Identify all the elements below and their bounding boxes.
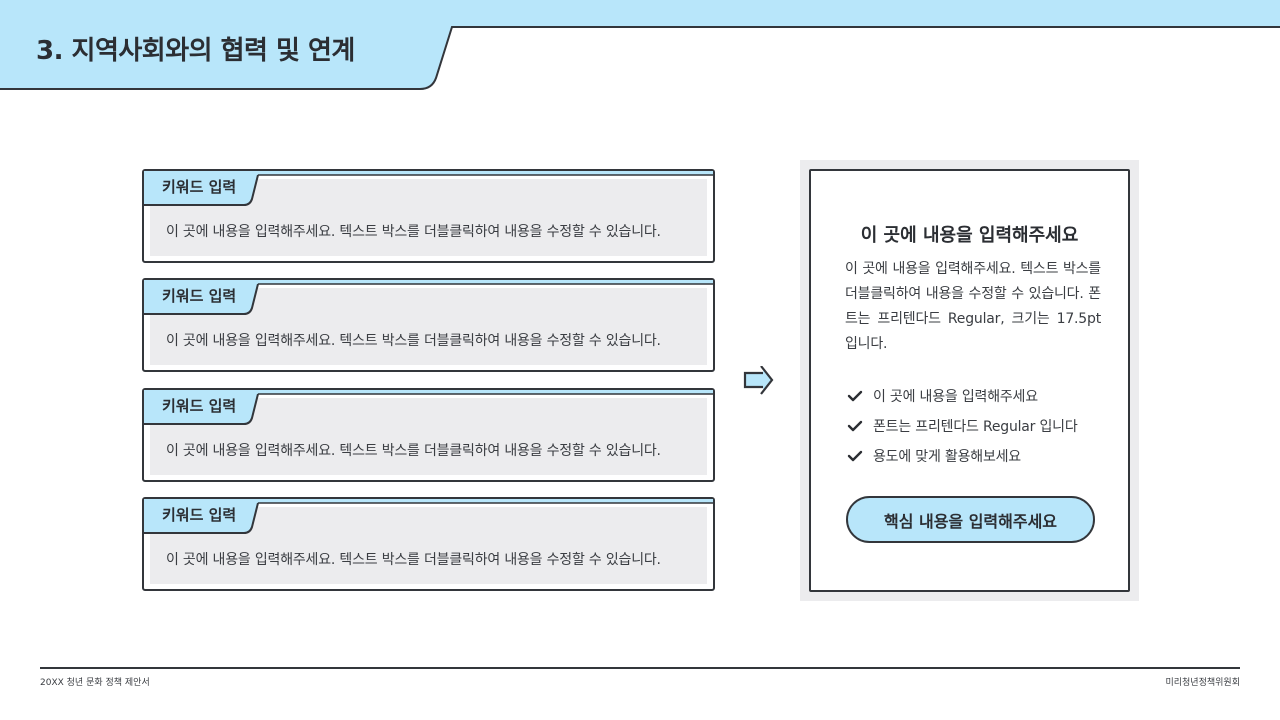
keyword-label: 키워드 입력: [162, 178, 237, 196]
checklist-item: 폰트는 프리텐다드 Regular 입니다: [847, 411, 1078, 441]
summary-panel: 이 곳에 내용을 입력해주세요 이 곳에 내용을 입력해주세요. 텍스트 박스를…: [809, 169, 1130, 592]
checklist: 이 곳에 내용을 입력해주세요 폰트는 프리텐다드 Regular 입니다 용도…: [847, 381, 1078, 471]
checklist-text: 용도에 맞게 활용해보세요: [873, 449, 1021, 465]
keyword-label: 키워드 입력: [162, 506, 237, 524]
checklist-text: 폰트는 프리텐다드 Regular 입니다: [873, 419, 1078, 435]
card-frame: [142, 388, 715, 482]
footer-organization: 미리청년정책위원회: [1165, 678, 1240, 688]
keyword-card[interactable]: 키워드 입력 이 곳에 내용을 입력해주세요. 텍스트 박스를 더블클릭하여 내…: [142, 169, 715, 263]
key-content-button[interactable]: 핵심 내용을 입력해주세요: [846, 496, 1095, 543]
card-frame: [142, 169, 715, 263]
keyword-text[interactable]: 이 곳에 내용을 입력해주세요. 텍스트 박스를 더블클릭하여 내용을 수정할 …: [166, 443, 661, 459]
check-icon: [847, 420, 863, 432]
panel-description[interactable]: 이 곳에 내용을 입력해주세요. 텍스트 박스를 더블클릭하여 내용을 수정할 …: [845, 261, 1101, 352]
footer-document-title: 20XX 청년 문화 정책 제안서: [40, 678, 150, 688]
card-frame: [142, 497, 715, 591]
header-banner: [0, 0, 1280, 90]
keyword-label: 키워드 입력: [162, 397, 237, 415]
keyword-text[interactable]: 이 곳에 내용을 입력해주세요. 텍스트 박스를 더블클릭하여 내용을 수정할 …: [166, 224, 661, 240]
keyword-text[interactable]: 이 곳에 내용을 입력해주세요. 텍스트 박스를 더블클릭하여 내용을 수정할 …: [166, 552, 661, 568]
check-icon: [847, 450, 863, 462]
page-title: 3. 지역사회와의 협력 및 연계: [36, 36, 355, 66]
keyword-text[interactable]: 이 곳에 내용을 입력해주세요. 텍스트 박스를 더블클릭하여 내용을 수정할 …: [166, 333, 661, 349]
checklist-item: 용도에 맞게 활용해보세요: [847, 441, 1078, 471]
keyword-label: 키워드 입력: [162, 287, 237, 305]
check-icon: [847, 390, 863, 402]
checklist-text: 이 곳에 내용을 입력해주세요: [873, 389, 1038, 405]
card-frame: [142, 278, 715, 372]
panel-title: 이 곳에 내용을 입력해주세요: [860, 225, 1079, 246]
arrow-right-icon: [743, 366, 774, 395]
keyword-card[interactable]: 키워드 입력 이 곳에 내용을 입력해주세요. 텍스트 박스를 더블클릭하여 내…: [142, 497, 715, 591]
footer-divider: [40, 667, 1240, 669]
keyword-card[interactable]: 키워드 입력 이 곳에 내용을 입력해주세요. 텍스트 박스를 더블클릭하여 내…: [142, 388, 715, 482]
keyword-card[interactable]: 키워드 입력 이 곳에 내용을 입력해주세요. 텍스트 박스를 더블클릭하여 내…: [142, 278, 715, 372]
checklist-item: 이 곳에 내용을 입력해주세요: [847, 381, 1078, 411]
